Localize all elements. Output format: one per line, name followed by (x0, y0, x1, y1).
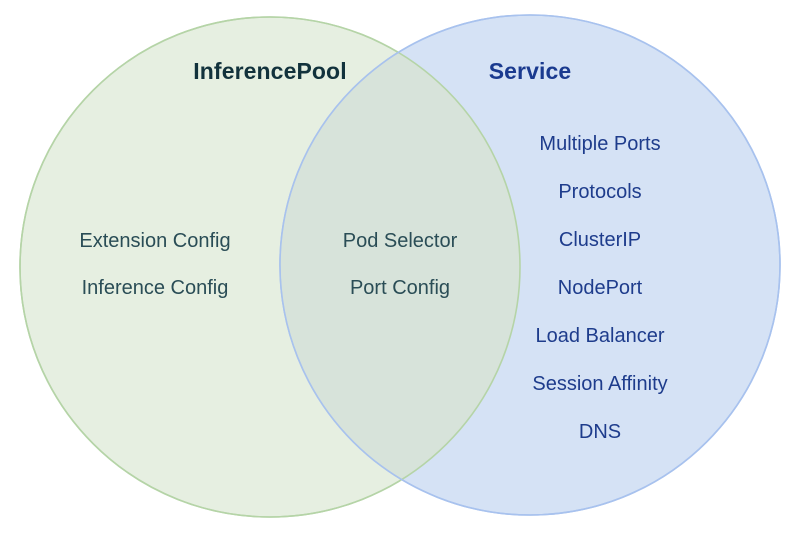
right-set-title: Service (488, 58, 572, 84)
intersection-item: Pod Selector (342, 230, 458, 252)
right-set-item: Session Affinity (532, 373, 668, 395)
right-set-item: ClusterIP (558, 229, 642, 251)
left-set-item: Extension Config (79, 230, 231, 252)
right-set-item: DNS (578, 421, 622, 443)
right-set-item: Multiple Ports (539, 133, 661, 155)
right-set-item: NodePort (557, 277, 643, 299)
right-set-item: Protocols (558, 181, 642, 203)
intersection-item-list: Pod Selector Port Config (325, 231, 475, 298)
right-set-outline (279, 14, 781, 516)
right-set-item-list: Multiple Ports Protocols ClusterIP NodeP… (495, 134, 705, 442)
left-set-item: Inference Config (81, 277, 229, 299)
intersection-item: Port Config (349, 277, 451, 299)
left-set-item-list: Extension Config Inference Config (55, 231, 255, 298)
left-set-outline (19, 16, 521, 518)
left-set-title: InferencePool (193, 58, 347, 84)
right-set-item: Load Balancer (535, 325, 665, 347)
